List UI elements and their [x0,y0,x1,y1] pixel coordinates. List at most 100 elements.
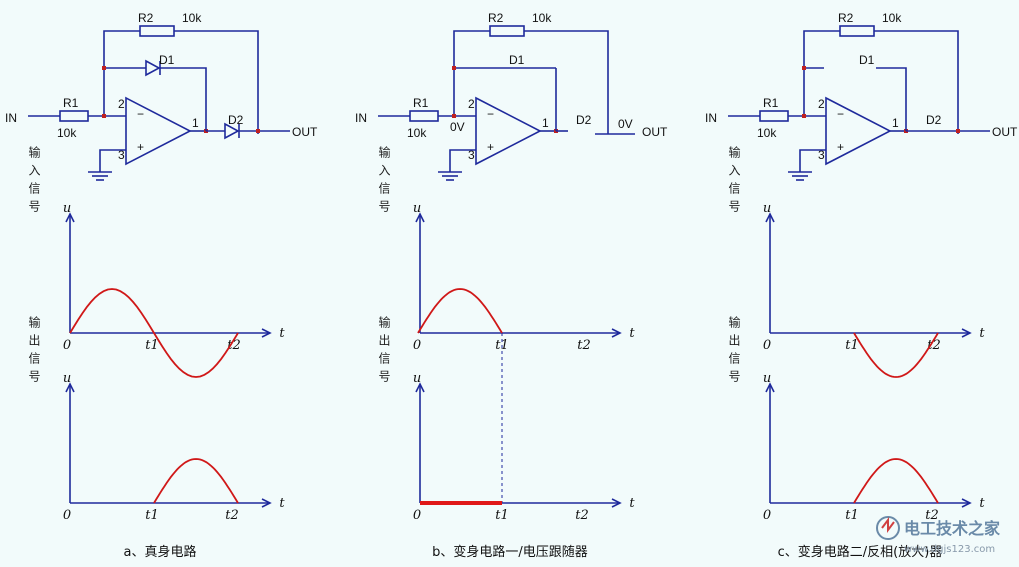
input-label: IN [5,111,17,125]
op-amp [475,96,542,166]
input-t1-label: t1 [145,338,159,353]
pin-2: 2 [818,97,825,111]
wire-feedback-left [453,30,490,116]
r2-value: 10k [882,11,902,25]
side-label-input: 输入信号 [27,145,41,218]
watermark-logo-icon [876,516,900,540]
op-minus-sign: − [837,107,844,121]
input-graph-y-arrow [415,212,425,223]
op-minus-sign: − [487,107,494,121]
input-graph-x-label: t [979,326,985,341]
d1-label: D1 [509,53,525,67]
output-t1-label: t1 [145,508,159,523]
pin-1: 1 [192,116,199,130]
r2-label: R2 [838,11,854,25]
op-amp [125,96,192,166]
input-graph-origin-label: 0 [63,338,71,353]
panel-caption: b、变身电路一/电压跟随器 [432,544,588,560]
pin-1: 1 [542,116,549,130]
side-label-input: 输入信号 [727,145,741,218]
wire-plus-to-ground [799,149,826,172]
junction-node [802,66,806,70]
op-amp [825,96,892,166]
output-graph-x-label: t [279,496,285,511]
node-voltage-inverting: 0V [450,120,465,134]
r1-label: R1 [413,96,429,110]
output-graph-x-arrow [611,498,622,508]
input-graph-y-label: u [63,201,71,216]
output-graph-y-arrow [415,382,425,393]
op-plus-sign: + [837,140,844,154]
output-graph-x-label: t [629,496,635,511]
junction-node [452,114,456,118]
side-label-output: 输出信号 [727,315,741,388]
wire-plus-to-ground [449,149,476,172]
input-graph-origin-label: 0 [763,338,771,353]
output-graph-y-label: u [413,371,421,386]
wire-feedback-right [874,30,959,134]
output-label: OUT [292,125,318,139]
pin-2: 2 [468,97,475,111]
output-graph-x-arrow [961,498,972,508]
output-graph-origin-label: 0 [413,508,421,523]
side-label-input: 输入信号 [377,145,391,218]
diode-triangle [224,122,240,140]
watermark-url: www.dgjs123.com [904,544,995,555]
r2-label: R2 [488,11,504,25]
junction-node [102,66,106,70]
output-graph-y-label: u [763,371,771,386]
r1-label: R1 [63,96,79,110]
watermark: 电工技术之家 www.dgjs123.com [876,516,1001,555]
node-voltage-output: 0V [618,117,633,131]
output-graph-x-label: t [979,496,985,511]
op-plus-sign: + [137,140,144,154]
d1-label: D1 [859,53,875,67]
input-graph-y-arrow [765,212,775,223]
input-label: IN [355,111,367,125]
watermark-bolt-icon [881,517,895,533]
r1-value: 10k [757,126,777,140]
input-graph-x-label: t [279,326,285,341]
input-t1-label: t1 [845,338,859,353]
pin-3: 3 [468,148,475,162]
pin-1: 1 [892,116,899,130]
input-label: IN [705,111,717,125]
junction-node [256,129,260,133]
wire-feedback-left [803,30,840,116]
output-label: OUT [992,125,1018,139]
diode-triangle [145,59,161,77]
wire-plus-to-ground [99,149,126,172]
output-t2-label: t2 [225,508,239,523]
output-graph-y-arrow [65,382,75,393]
output-rectified-wave [153,458,239,504]
r2-value: 10k [182,11,202,25]
output-graph-origin-label: 0 [63,508,71,523]
output-inverted-wave [853,458,939,504]
output-graph-y-label: u [63,371,71,386]
panel-caption: a、真身电路 [124,544,197,560]
d2-label: D2 [926,113,942,127]
input-graph-origin-label: 0 [413,338,421,353]
r1-value: 10k [57,126,77,140]
wire-feedback-left [103,30,140,116]
side-label-output: 输出信号 [27,315,41,388]
input-graph-y-label: u [763,201,771,216]
input-graph-x-arrow [611,328,622,338]
r1-value: 10k [407,126,427,140]
input-positive-half-wave [417,288,503,334]
junction-node [956,129,960,133]
watermark-brand: 电工技术之家 [904,519,1001,538]
ground-symbol [88,171,112,181]
r2-value: 10k [532,11,552,25]
output-graph-y-arrow [765,382,775,393]
wire-d1-stub-right [876,67,907,131]
op-plus-sign: + [487,140,494,154]
output-graph-x-arrow [261,498,272,508]
d1-label: D1 [159,53,175,67]
pin-3: 3 [118,148,125,162]
output-t2-label: t2 [925,508,939,523]
